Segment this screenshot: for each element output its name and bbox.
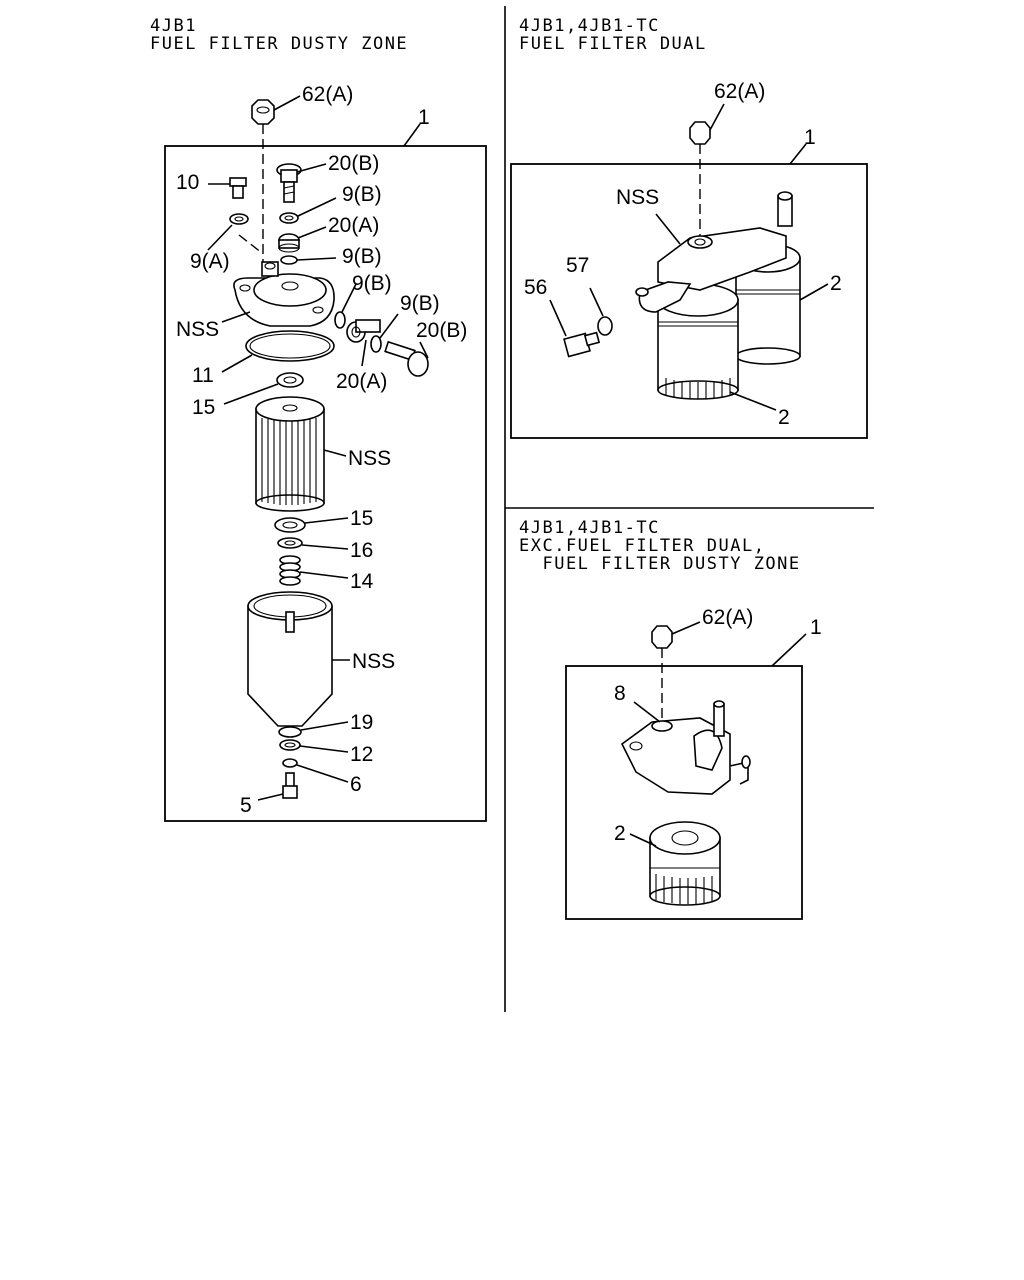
washer-9b-icon bbox=[279, 197, 337, 224]
standard-cartridge-2-icon bbox=[629, 821, 721, 906]
plug-10-icon bbox=[208, 177, 247, 199]
callout-9b-3: 9(B) bbox=[352, 272, 392, 295]
dual-o-ring-57-icon bbox=[589, 287, 613, 336]
banjo-bolt-20b-icon bbox=[276, 163, 327, 203]
seal-15-bottom-icon bbox=[274, 517, 349, 533]
callout-20b-top: 20(B) bbox=[328, 152, 379, 175]
callout-9b-4: 9(B) bbox=[400, 292, 440, 315]
dual-callout-62a: 62(A) bbox=[714, 80, 765, 103]
standard-callout-1: 1 bbox=[810, 616, 822, 639]
filter-bowl-icon bbox=[247, 591, 350, 727]
standard-heading-line1: 4JB1,4JB1-TC bbox=[519, 518, 660, 538]
callout-nss-head: NSS bbox=[176, 318, 219, 341]
dusty-zone-panel: 62(A) 1 20(B) 10 9(B) 20(A) 9(A) 9(B) 9(… bbox=[164, 83, 487, 822]
dual-panel: 62(A) 1 NSS 57 56 2 2 bbox=[510, 80, 868, 439]
dual-head-icon bbox=[635, 191, 793, 313]
dual-heading-line2: FUEL FILTER DUAL bbox=[519, 34, 707, 54]
dual-plug-56-icon bbox=[549, 299, 601, 358]
callout-9b-2: 9(B) bbox=[342, 245, 382, 268]
callout-nss-element: NSS bbox=[348, 447, 391, 470]
eye-fitting-20a-icon bbox=[278, 226, 327, 253]
callout-9a: 9(A) bbox=[190, 250, 230, 273]
standard-frame-leader-1 bbox=[771, 633, 807, 667]
callout-11: 11 bbox=[192, 364, 214, 387]
o-ring-11-icon bbox=[221, 330, 335, 373]
dual-callout-57: 57 bbox=[566, 254, 589, 277]
filter-head-icon bbox=[221, 261, 335, 327]
dusty-zone-heading-line1: 4JB1 bbox=[150, 16, 197, 36]
drain-plug-5-icon bbox=[257, 772, 298, 801]
standard-frame bbox=[565, 665, 803, 920]
standard-callout-2: 2 bbox=[614, 822, 626, 845]
standard-heading-line3: FUEL FILTER DUSTY ZONE bbox=[519, 554, 801, 574]
callout-15-bottom: 15 bbox=[350, 507, 373, 530]
callout-62a: 62(A) bbox=[302, 83, 353, 106]
callout-14: 14 bbox=[350, 570, 374, 593]
seal-15-top-icon bbox=[223, 372, 304, 405]
dual-callout-1: 1 bbox=[804, 126, 816, 149]
frame-leader-1 bbox=[403, 123, 421, 147]
callout-20a-top: 20(A) bbox=[328, 214, 379, 237]
side-washer-9b-2-icon bbox=[370, 313, 399, 353]
dual-callout-2-bottom: 2 bbox=[778, 406, 790, 429]
nut-62a-icon bbox=[251, 95, 301, 125]
dual-callout-56: 56 bbox=[524, 276, 547, 299]
drain-19-icon bbox=[278, 721, 349, 738]
section-dividers bbox=[504, 6, 874, 1012]
standard-callout-62a: 62(A) bbox=[702, 606, 753, 629]
side-eye-fitting-20a-icon bbox=[346, 319, 381, 367]
washer-9b-lower-icon bbox=[280, 255, 337, 265]
standard-nut-62a-icon bbox=[651, 621, 701, 649]
dual-nut-62a-icon bbox=[689, 103, 725, 145]
dual-heading-line1: 4JB1,4JB1-TC bbox=[519, 16, 660, 36]
washer-9a-icon bbox=[207, 213, 263, 254]
dual-callout-2-right: 2 bbox=[830, 272, 842, 295]
callout-16: 16 bbox=[350, 539, 373, 562]
washer-6-icon bbox=[282, 758, 349, 783]
dual-frame bbox=[510, 163, 868, 439]
dual-frame-leader-1 bbox=[789, 143, 807, 165]
callout-1: 1 bbox=[418, 106, 430, 129]
side-banjo-bolt-20b-icon bbox=[384, 340, 429, 377]
standard-filter-head-8-icon bbox=[620, 700, 751, 795]
dual-callout-nss: NSS bbox=[616, 186, 659, 209]
dusty-zone-heading-line2: FUEL FILTER DUSTY ZONE bbox=[150, 34, 409, 54]
callout-19: 19 bbox=[350, 711, 373, 734]
callout-10: 10 bbox=[176, 171, 199, 194]
washer-16-icon bbox=[277, 537, 349, 550]
standard-panel: 62(A) 1 8 2 bbox=[565, 606, 822, 920]
callout-6: 6 bbox=[350, 773, 362, 796]
standard-heading-line2: EXC.FUEL FILTER DUAL, bbox=[519, 536, 766, 556]
filter-element-icon bbox=[255, 396, 347, 512]
callout-9b-1: 9(B) bbox=[342, 183, 382, 206]
callout-12: 12 bbox=[350, 743, 373, 766]
drain-12-icon bbox=[279, 739, 349, 753]
callout-20b-side: 20(B) bbox=[416, 319, 467, 342]
callout-15-top: 15 bbox=[192, 396, 215, 419]
callout-20a-side: 20(A) bbox=[336, 370, 387, 393]
standard-callout-8: 8 bbox=[614, 682, 626, 705]
dusty-zone-frame bbox=[164, 145, 487, 822]
spring-14-icon bbox=[279, 555, 349, 586]
callout-5: 5 bbox=[240, 794, 252, 817]
side-washer-9b-icon bbox=[334, 283, 357, 329]
callout-nss-bowl: NSS bbox=[352, 650, 395, 673]
